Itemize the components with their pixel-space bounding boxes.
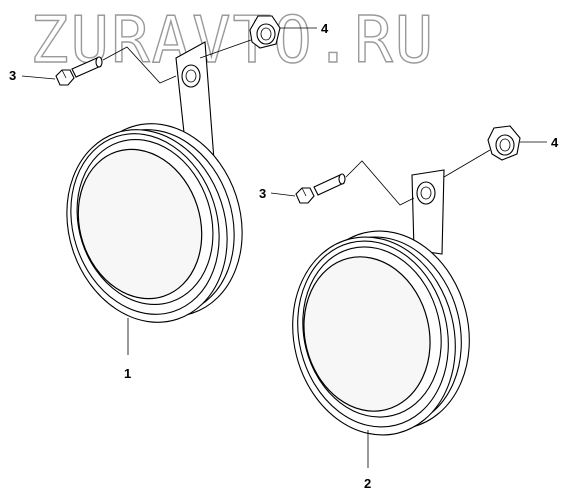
callout-2: 2 [364,476,371,491]
horn-left [66,41,243,355]
horn-left-face [77,148,203,300]
assembly-line-right [345,160,415,206]
callout-1: 1 [124,366,131,381]
bolt-left [21,46,177,86]
assembly-line-nut-right [443,149,491,178]
bolt-right [270,160,415,206]
horn-right [292,169,470,468]
horn-right-bracket-hole [416,181,436,205]
callout-leader-3-right [270,192,296,197]
callout-3-right: 3 [259,186,266,201]
callout-4-right: 4 [551,135,559,150]
horn-left-bracket-hole [181,64,201,88]
assembly-line-nut-left [199,39,252,59]
horn-right-face [303,256,431,412]
assembly-line-left [102,46,177,84]
nut-left [199,15,317,59]
nut-right [443,125,547,178]
callout-3-left: 3 [9,68,16,83]
callout-4-left: 4 [321,21,329,36]
callout-leader-3-left [21,75,56,80]
bolt-right-head [295,187,315,204]
